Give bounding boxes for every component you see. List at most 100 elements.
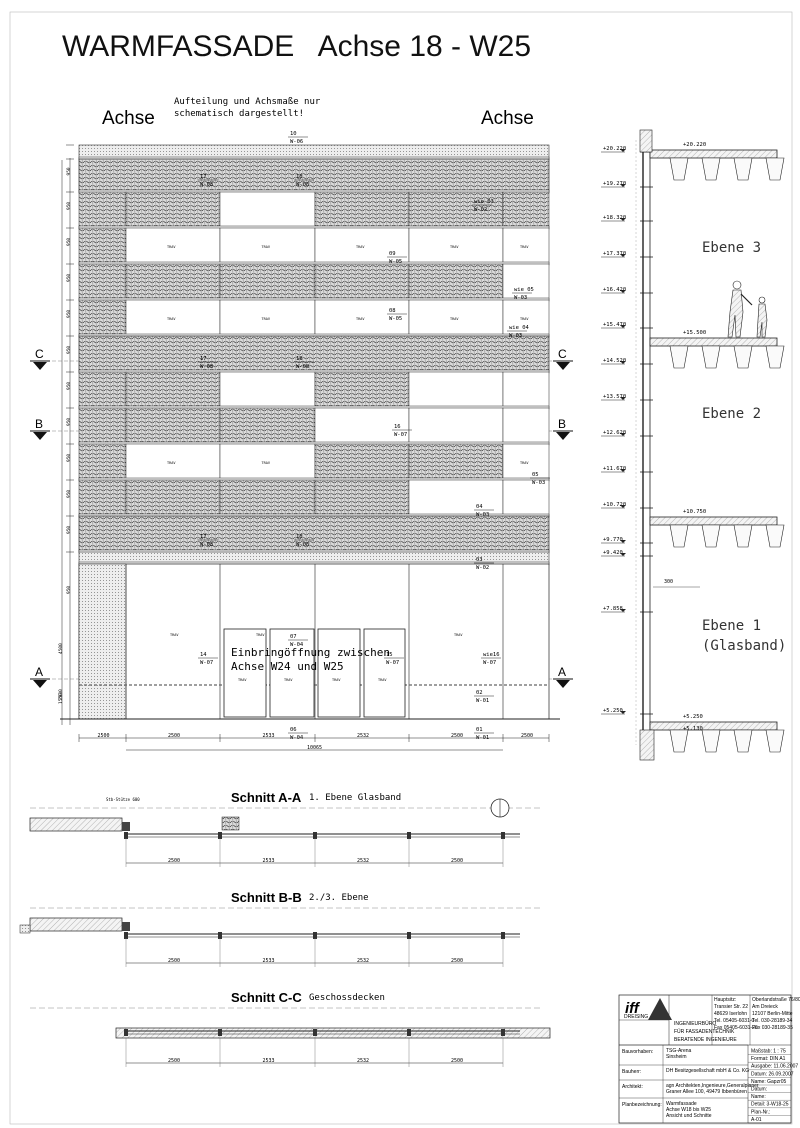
trav-label: TRAV xyxy=(262,461,271,465)
tag-number: 09 xyxy=(389,251,396,257)
section-mark-letter: C xyxy=(35,347,44,361)
column-cladding xyxy=(78,563,127,720)
glass-panel xyxy=(408,371,504,409)
slab-rib xyxy=(701,157,721,181)
pv-panel xyxy=(314,371,410,409)
section-mark-letter: A xyxy=(35,665,43,679)
dim-value-vertical: 950 xyxy=(66,346,72,354)
trav-label: TRAV xyxy=(356,245,365,249)
pv-panel xyxy=(314,443,410,481)
tag-number: 18 xyxy=(296,534,303,540)
level-value: +14.520 xyxy=(603,358,626,364)
tag-type: W-07 xyxy=(483,660,496,666)
level-marker xyxy=(620,469,626,472)
mullion-section xyxy=(407,932,411,939)
address-line: Tel. 030-28189-34 xyxy=(752,1018,793,1024)
slab-level: +20.220 xyxy=(683,142,706,148)
floor-slab xyxy=(649,337,778,347)
mullion-section xyxy=(124,1029,128,1036)
door-stack xyxy=(221,816,240,831)
dim-value-vertical: 950 xyxy=(66,202,72,210)
column-section xyxy=(29,817,123,832)
schnitt-c-title: Schnitt C-C xyxy=(231,990,302,1005)
address-line: Fax 030-28189-35 xyxy=(752,1025,793,1031)
pv-panel xyxy=(314,263,410,301)
level-marker xyxy=(620,290,626,293)
section-mark-arrow xyxy=(556,362,570,370)
level-marker xyxy=(620,184,626,187)
tag-type: W-04 xyxy=(290,642,304,648)
dim-value: 2500 xyxy=(168,733,180,739)
door-leaf xyxy=(269,628,315,718)
tag-type: W-05 xyxy=(389,259,402,265)
trav-label: TRAV xyxy=(167,245,176,249)
vertical-section: +20.220+19.270+18.320+17.370+16.420+15.4… xyxy=(601,129,785,761)
mullion-section xyxy=(407,1029,411,1036)
mullion-section xyxy=(313,1029,317,1036)
slab-level: +15.500 xyxy=(683,330,706,336)
dim-value-vertical: 2930 xyxy=(58,689,64,700)
glass-panel xyxy=(219,299,316,337)
schnitt-a-title: Schnitt A-A xyxy=(231,790,302,805)
tag-number: 07 xyxy=(290,634,297,640)
glass-panel xyxy=(314,407,410,445)
svg-text:iff: iff xyxy=(625,1000,641,1017)
child-body xyxy=(756,303,768,338)
address-line: 48629 Iserlohn xyxy=(714,1011,747,1017)
slab-rib xyxy=(669,729,689,753)
row-value: TSG-Arena xyxy=(666,1048,692,1054)
dim-value: 2533 xyxy=(263,1058,275,1064)
slab-rib xyxy=(733,524,753,548)
address-line: 12107 Berlin-Mitte xyxy=(752,1011,793,1017)
schnitt-c-subtitle: Geschossdecken xyxy=(309,993,385,1003)
foundation xyxy=(639,729,655,761)
dim-value: 2500 xyxy=(451,858,463,864)
tag-type: W-05 xyxy=(389,316,402,322)
pv-panel xyxy=(78,443,127,481)
parapet xyxy=(639,129,653,153)
pv-panel xyxy=(78,263,127,301)
svg-text:DREISING: DREISING xyxy=(624,1014,648,1020)
dim-value-vertical: 950 xyxy=(66,490,72,498)
slab-level: +5.250 xyxy=(683,714,703,720)
note-line-2: schematisch dargestellt! xyxy=(174,109,304,119)
trav-label: TRAV xyxy=(170,633,179,637)
level-value: +7.858 xyxy=(603,606,623,612)
pv-panel xyxy=(78,371,127,409)
row-value: Graner Allee 100, 49479 Ibbenbüren xyxy=(666,1089,747,1095)
dim-value: 2532 xyxy=(357,1058,369,1064)
pv-panel xyxy=(219,479,316,517)
glass-panel xyxy=(219,371,316,409)
level-value: +16.420 xyxy=(603,287,626,293)
slab-level: +10.750 xyxy=(683,509,706,515)
mullion-section xyxy=(124,832,128,839)
trav-label: TRAV xyxy=(262,317,271,321)
tag-number: wie 05 xyxy=(514,287,534,293)
pv-panel xyxy=(78,479,127,517)
level-label-ebene-3: Ebene 3 xyxy=(702,240,761,256)
pv-panel xyxy=(78,227,127,265)
pv-panel xyxy=(78,407,127,445)
dim-value: 2500 xyxy=(451,958,463,964)
tag-number: 03 xyxy=(476,557,483,563)
head xyxy=(732,280,742,290)
mullion-section xyxy=(218,832,222,839)
row-value: Warmfassade xyxy=(666,1101,697,1107)
dim-value-vertical: 950 xyxy=(66,167,72,175)
glass-panel xyxy=(502,407,550,445)
meta-cell: Format: DIN A1 xyxy=(751,1056,786,1062)
sheet-frame xyxy=(9,11,793,1125)
slab-rib xyxy=(733,729,753,753)
address-line: Tel. 05405-6031-0 xyxy=(714,1018,755,1024)
row-label: Bauvorhaben: xyxy=(622,1049,653,1055)
tag-number: 05 xyxy=(532,472,539,478)
meta-cell: Detail: 3-W18-25 xyxy=(751,1102,789,1108)
mullion-section xyxy=(124,932,128,939)
slab-level: +5.130 xyxy=(683,726,703,732)
meta-cell: Ausgabe: 11.06.2007 xyxy=(751,1064,798,1070)
door-leaf xyxy=(363,628,406,718)
pv-panel xyxy=(219,407,316,445)
tag-number: wie 04 xyxy=(509,325,530,331)
tag-type: W-08 xyxy=(296,364,309,370)
